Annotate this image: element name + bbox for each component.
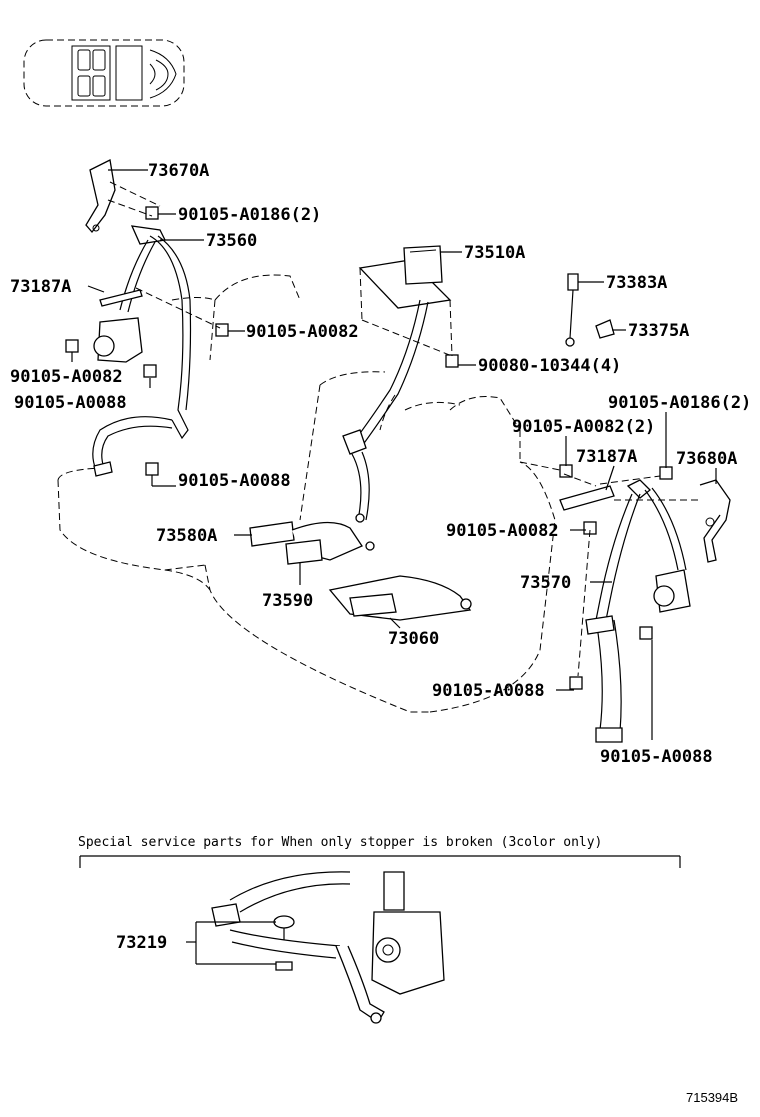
callout-90080-10344-4: 90080-10344(4) xyxy=(478,356,621,376)
left-seatbelt-assembly xyxy=(85,159,192,477)
vehicle-locator-icon xyxy=(23,39,185,107)
callout-73580A: 73580A xyxy=(156,526,217,546)
callout-90105-A0082-2-right: 90105-A0082(2) xyxy=(512,417,655,437)
callout-73187A-left: 73187A xyxy=(10,277,71,297)
callout-90105-A0082-left: 90105-A0082 xyxy=(10,367,123,387)
callout-73560: 73560 xyxy=(206,231,257,251)
dashed-relations xyxy=(107,181,700,677)
belt-guide-parts xyxy=(565,273,615,347)
callout-labels: 73670A 90105-A0186(2) 73560 73187A 90105… xyxy=(10,161,751,767)
callout-73670A: 73670A xyxy=(148,161,209,181)
callout-73680A: 73680A xyxy=(676,449,737,469)
callout-73590: 73590 xyxy=(262,591,313,611)
center-seatbelt-assembly xyxy=(249,245,452,565)
callout-90105-A0088-lower-left: 90105-A0088 xyxy=(178,471,291,491)
callout-73383A: 73383A xyxy=(606,273,667,293)
callout-90105-A0088-left: 90105-A0088 xyxy=(14,393,127,413)
right-seatbelt-assembly xyxy=(559,479,731,743)
callout-90105-A0082-center: 90105-A0082 xyxy=(246,322,359,342)
special-service-caption: Special service parts for When only stop… xyxy=(78,835,602,850)
leader-lines xyxy=(71,169,717,740)
bolt-icons xyxy=(65,206,673,690)
buckle-assembly xyxy=(328,575,472,621)
special-service-section: Special service parts for When only stop… xyxy=(78,835,681,1024)
figure-reference: 715394B xyxy=(686,1090,738,1105)
callout-73375A: 73375A xyxy=(628,321,689,341)
callout-73187A-right: 73187A xyxy=(576,447,637,467)
callout-90105-A0088-right: 90105-A0088 xyxy=(600,747,713,767)
callout-90105-A0186-2-right: 90105-A0186(2) xyxy=(608,393,751,413)
callout-73219: 73219 xyxy=(116,933,167,953)
callout-73510A: 73510A xyxy=(464,243,525,263)
callout-90105-A0088-center: 90105-A0088 xyxy=(432,681,545,701)
callout-73570: 73570 xyxy=(520,573,571,593)
rear-seat-outline xyxy=(57,274,556,713)
callout-90105-A0082-right: 90105-A0082 xyxy=(446,521,559,541)
callout-90105-A0186-2-left: 90105-A0186(2) xyxy=(178,205,321,225)
callout-73060: 73060 xyxy=(388,629,439,649)
